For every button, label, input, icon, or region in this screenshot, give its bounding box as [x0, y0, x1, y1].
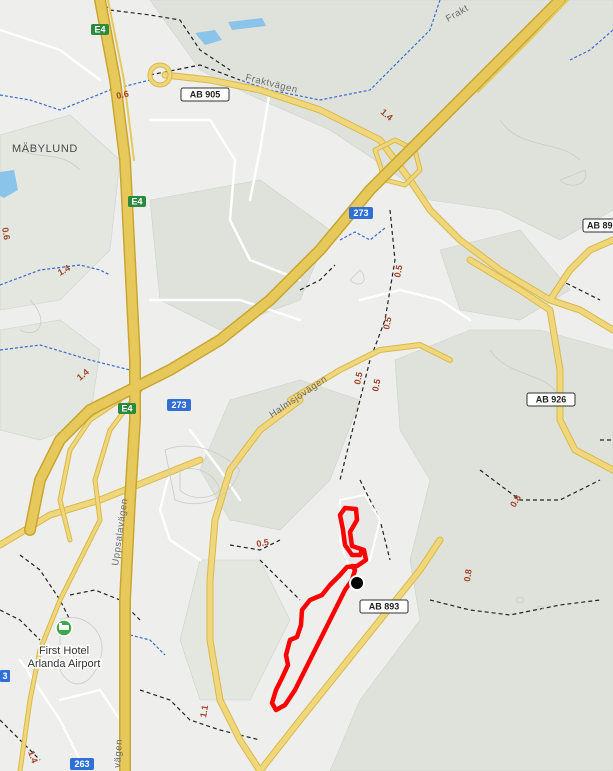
shield-263: 263: [70, 758, 94, 770]
shield-e4-top-label: E4: [94, 25, 105, 35]
contour-label: 0.6: [115, 89, 129, 101]
shield-e4-low-label: E4: [121, 404, 132, 414]
contour-label: 1.1: [198, 704, 210, 718]
contour-label: 1.4: [26, 749, 40, 764]
water-bodies: [0, 18, 266, 198]
shield-ab905: AB 905: [180, 87, 230, 102]
shield-edge-3: 3: [0, 670, 10, 682]
road-label-uppsalavagen-bottom: vägen: [112, 739, 125, 769]
shield-e4-top: E4: [91, 24, 109, 35]
shield-273-upper-label: 273: [353, 208, 368, 218]
shield-263-label: 263: [74, 759, 89, 769]
shield-273-lower-label: 273: [171, 400, 186, 410]
shield-ab89-edge-label: AB 89: [587, 221, 613, 231]
contour-label: 0.5: [392, 264, 404, 278]
minor-roads: [0, 28, 472, 762]
shield-ab893-label: AB 893: [369, 602, 400, 612]
shield-273-lower: 273: [167, 399, 191, 411]
contour-label: 0.5: [352, 371, 364, 385]
shield-e4-low: E4: [118, 403, 136, 414]
shield-ab893: AB 893: [359, 599, 409, 614]
shield-ab926-label: AB 926: [536, 395, 567, 405]
contour-label: 0.6: [0, 227, 12, 241]
shield-edge-3-label: 3: [2, 671, 7, 681]
motorways: [24, 0, 569, 771]
shield-ab89-edge: AB 89: [582, 218, 613, 233]
place-label-mabylund: MÄBYLUND: [12, 143, 78, 155]
contour-label: 0.5: [370, 378, 382, 392]
shield-ab905-label: AB 905: [190, 90, 221, 100]
contour-label: 0.8: [462, 568, 474, 582]
streams: [0, 0, 613, 656]
poi-label-line1: First Hotel: [39, 645, 89, 657]
contour-lines: [19, 119, 587, 685]
shield-e4-mid-label: E4: [131, 197, 142, 207]
shield-ab926: AB 926: [526, 392, 576, 407]
poi-first-hotel-arlanda[interactable]: First Hotel Arlanda Airport: [26, 619, 102, 672]
contour-label: 0.5: [256, 537, 270, 549]
poi-label-line2: Arlanda Airport: [28, 658, 101, 670]
route-track-loop[interactable]: [337, 506, 365, 558]
contour-labels: 0.6 1.4 1.4 1.4 0.5 0.5 0.5 0.5 0.5 0.8 …: [0, 89, 523, 765]
route-track[interactable]: [269, 505, 369, 713]
contour-label: 0.5: [381, 316, 393, 330]
shield-273-upper: 273: [349, 207, 373, 219]
position-marker[interactable]: [349, 575, 365, 591]
shield-e4-mid: E4: [128, 196, 146, 207]
